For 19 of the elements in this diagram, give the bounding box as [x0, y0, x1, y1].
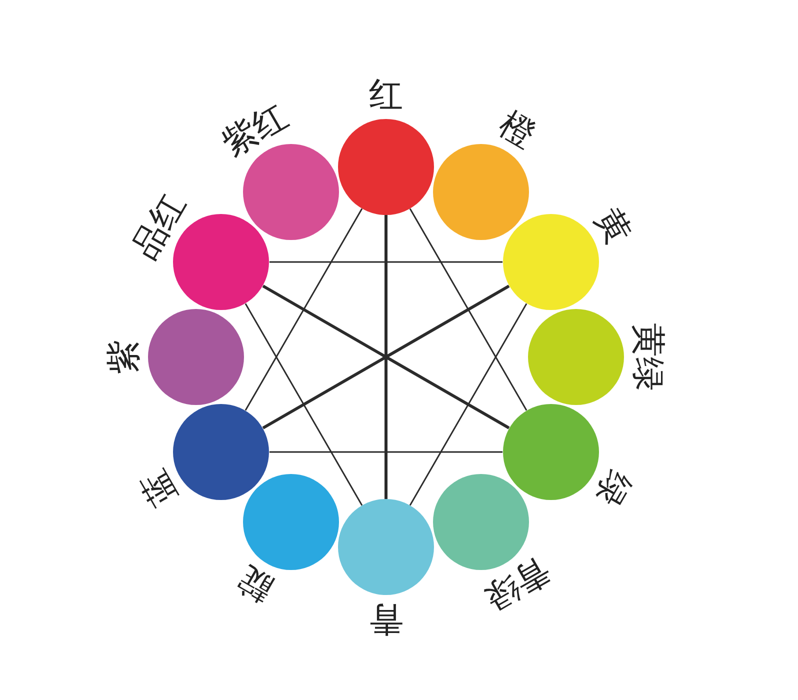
connector-line — [384, 215, 388, 499]
connector-line — [244, 208, 363, 411]
connector-line — [269, 451, 503, 453]
color-name-label: 紫 — [107, 340, 141, 374]
connector-line — [409, 303, 528, 506]
color-name-label: 青绿 — [479, 552, 555, 616]
color-name-label: 红 — [369, 78, 403, 112]
color-name-label: 黄绿 — [631, 323, 665, 391]
color-name-label: 黄 — [590, 202, 636, 250]
color-name-label: 紫红 — [217, 98, 293, 162]
color-name-label: 青 — [369, 602, 403, 636]
color-name-label: 靛 — [232, 560, 278, 608]
connector-line — [269, 261, 503, 263]
color-name-label: 蓝 — [136, 464, 182, 512]
connector-line — [409, 208, 528, 411]
color-name-label: 橙 — [494, 106, 540, 154]
color-name-label: 品红 — [127, 188, 191, 264]
color-name-label: 绿 — [590, 464, 636, 512]
connector-line — [244, 303, 363, 506]
